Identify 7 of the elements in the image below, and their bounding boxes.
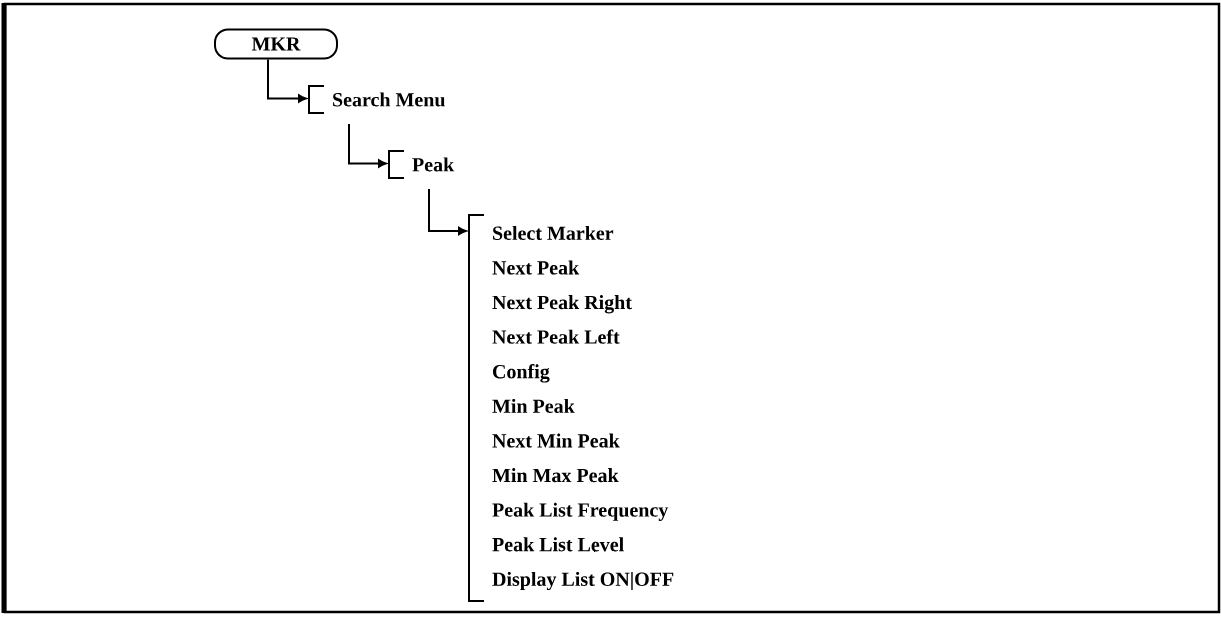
key-box: MKR [214,28,338,60]
arrow [267,58,307,103]
arrow [348,123,387,168]
menu-item: Search Menu [308,85,445,114]
menu-item: Peak [388,150,455,179]
menu-list: Select Marker Next Peak Next Peak Right Next Peak Left Config Min Peak Next Min Peak Min Max Peak Peak List Frequency Peak List Level Display List ON|OFF [468,214,674,602]
arrow [428,188,467,236]
